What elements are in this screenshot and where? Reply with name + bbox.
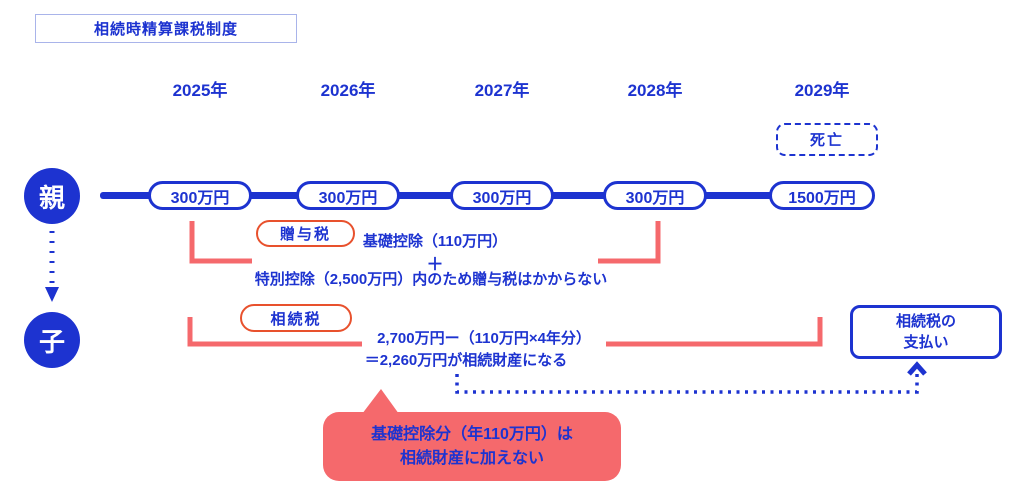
callout-line2: 相続財産に加えない <box>399 449 544 467</box>
up-chevron-arrowhead-icon <box>907 361 927 376</box>
inheritance-calc-line1: 2,700万円ー（110万円×4年分） <box>377 330 591 347</box>
gift-bracket-left <box>189 221 252 264</box>
gift-amount-pill-2026: 300万円 <box>296 181 400 210</box>
gift-tax-special-deduction-text: 特別控除（2,500万円）内のため贈与税はかからない <box>254 271 608 288</box>
title-box: 相続時精算課税制度 <box>35 14 297 43</box>
inheritance-tax-label: 相続税 <box>270 310 322 328</box>
callout-pointer <box>362 389 399 414</box>
parent-circle: 親 <box>24 168 80 224</box>
child-label: 子 <box>38 326 65 357</box>
gift-bracket-right <box>598 221 661 264</box>
payment-box-line1: 相続税の <box>895 313 956 330</box>
death-marker-box: 死亡 <box>776 123 878 156</box>
child-circle: 子 <box>24 312 80 368</box>
year-label-2025: 2025年 <box>172 81 228 100</box>
gift-tax-basic-deduction-text: 基礎控除（110万円） <box>362 233 508 250</box>
gift-tax-label: 贈与税 <box>279 226 331 243</box>
callout-line1: 基礎控除分（年110万円）は <box>371 425 573 443</box>
plus-sign: ＋ <box>426 255 444 274</box>
parent-label: 親 <box>38 182 65 213</box>
year-label-2028: 2028年 <box>627 81 683 100</box>
inheritance-tax-payment-box: 相続税の 支払い <box>850 305 1002 359</box>
page-title: 相続時精算課税制度 <box>93 21 238 38</box>
gift-amount-pill-2025: 300万円 <box>148 181 252 210</box>
gift-amount-pill-2028: 300万円 <box>603 181 707 210</box>
down-arrowhead-icon <box>45 287 59 302</box>
year-label-2029: 2029年 <box>794 81 850 100</box>
inheritance-calc-line2: ＝2,260万円が相続財産になる <box>364 352 568 369</box>
gift-tax-label-pill: 贈与税 <box>256 220 355 247</box>
gift-amount-pill-2027: 300万円 <box>450 181 554 210</box>
year-label-2027: 2027年 <box>474 81 530 100</box>
death-label: 死亡 <box>809 132 844 149</box>
payment-dotted-route <box>455 374 919 394</box>
payment-box-line2: 支払い <box>903 334 949 351</box>
inheritance-bracket-right <box>606 317 823 347</box>
basic-deduction-callout: 基礎控除分（年110万円）は 相続財産に加えない <box>323 412 621 481</box>
gift-amount-pill-2029: 1500万円 <box>769 181 875 210</box>
year-label-2026: 2026年 <box>320 81 376 100</box>
